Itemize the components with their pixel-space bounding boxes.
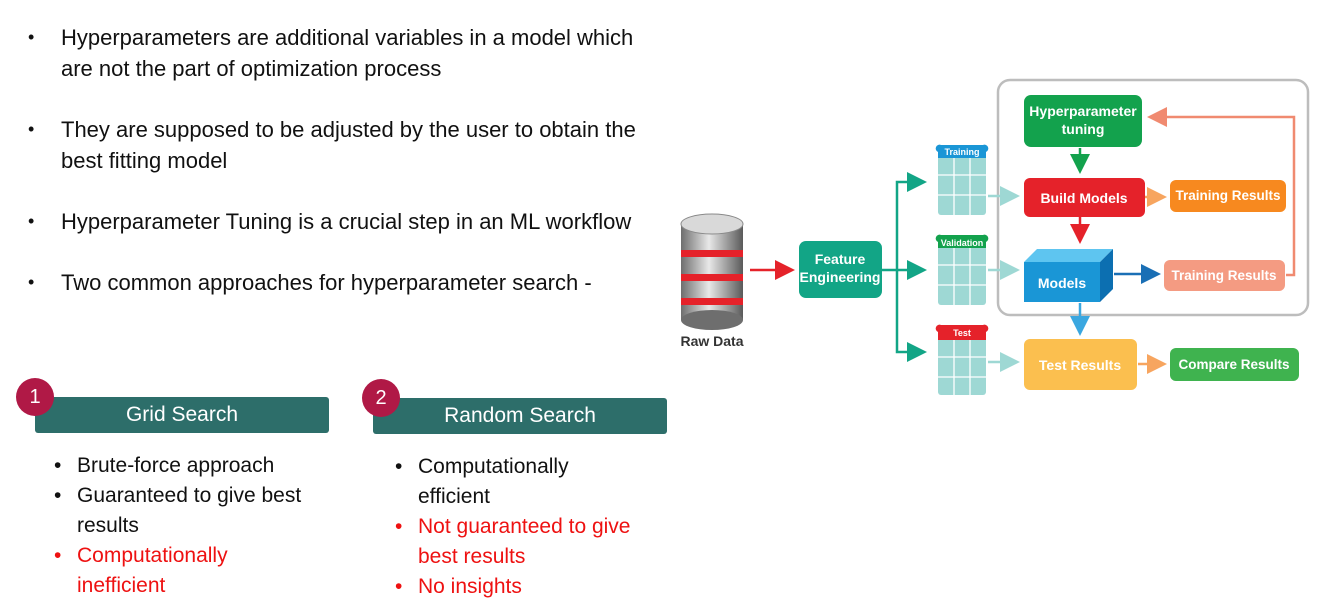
random-search-item: Not guaranteed to give best results bbox=[386, 512, 636, 572]
grid-search-item: Computationally inefficient bbox=[45, 541, 305, 601]
models-label: Models bbox=[1038, 275, 1086, 291]
feature-engineering-label: Feature bbox=[815, 251, 866, 267]
training-table-icon bbox=[935, 144, 989, 215]
hyperparameter-tuning-box bbox=[1024, 95, 1142, 147]
test-results-label: Test Results bbox=[1039, 357, 1121, 373]
random-search-item: Computationally efficient bbox=[386, 452, 636, 512]
training-results-validation-label: Training Results bbox=[1171, 268, 1276, 283]
compare-results-box bbox=[1170, 348, 1299, 381]
test-label: Test bbox=[953, 328, 971, 338]
training-results-label: Training Results bbox=[1175, 188, 1280, 203]
training-label: Training bbox=[944, 147, 979, 157]
random-search-number-badge: 2 bbox=[362, 379, 400, 417]
bullet-crucial-step: Hyperparameter Tuning is a crucial step … bbox=[28, 206, 658, 237]
hyperparameter-tuning-label: tuning bbox=[1062, 121, 1105, 137]
random-search-item: No insights bbox=[386, 572, 636, 602]
validation-label: Validation bbox=[941, 238, 984, 248]
bullet-adjusted-by-user: They are supposed to be adjusted by the … bbox=[28, 114, 658, 176]
grid-search-title: Grid Search bbox=[35, 397, 329, 433]
training-results-validation-box bbox=[1164, 260, 1285, 291]
bullet-two-approaches: Two common approaches for hyperparameter… bbox=[28, 267, 658, 298]
models-cube bbox=[1024, 249, 1113, 302]
grid-search-panel: Grid Search 1 Brute-force approach Guara… bbox=[16, 378, 335, 607]
grid-search-list: Brute-force approach Guaranteed to give … bbox=[45, 451, 305, 601]
test-results-box bbox=[1024, 339, 1137, 390]
model-loop-frame bbox=[996, 78, 1310, 317]
training-results-box bbox=[1170, 180, 1286, 212]
validation-table-icon bbox=[935, 234, 989, 305]
bullet-hyperparameters-definition: Hyperparameters are additional variables… bbox=[28, 22, 658, 84]
random-search-panel: Random Search 2 Computationally efficien… bbox=[362, 379, 673, 608]
intro-bullet-list: Hyperparameters are additional variables… bbox=[28, 22, 658, 328]
database-icon bbox=[680, 213, 744, 330]
ml-workflow-diagram: Raw Data Feature Engineering Training Va… bbox=[680, 78, 1310, 395]
random-search-list: Computationally efficient Not guaranteed… bbox=[386, 452, 636, 602]
feature-engineering-box bbox=[799, 241, 882, 298]
grid-search-item: Guaranteed to give best results bbox=[45, 481, 305, 541]
grid-search-number-badge: 1 bbox=[16, 378, 54, 416]
grid-search-item: Brute-force approach bbox=[45, 451, 305, 481]
hyperparameter-tuning-label: Hyperparameter bbox=[1029, 103, 1137, 119]
random-search-title: Random Search bbox=[373, 398, 667, 434]
build-models-box bbox=[1024, 178, 1145, 217]
build-models-label: Build Models bbox=[1040, 190, 1127, 206]
feature-engineering-label: Engineering bbox=[800, 269, 881, 285]
test-table-icon bbox=[935, 324, 989, 395]
compare-results-label: Compare Results bbox=[1178, 357, 1289, 372]
raw-data-label: Raw Data bbox=[680, 333, 743, 349]
